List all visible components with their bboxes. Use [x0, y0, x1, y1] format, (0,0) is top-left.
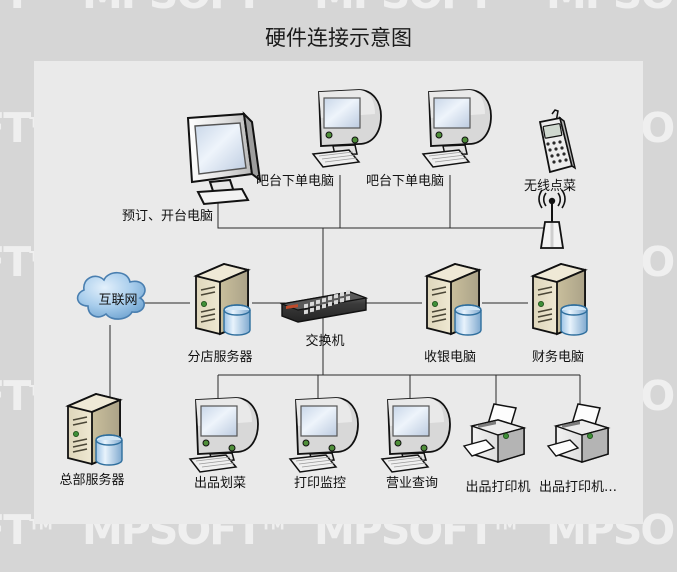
server-tower-icon: [65, 393, 123, 466]
node-label-bar-order-pc-2: 吧台下单电脑: [365, 174, 444, 189]
node-label-bar-order-pc-1: 吧台下单电脑: [255, 174, 334, 189]
node-label-cashier-pc: 收银电脑: [423, 350, 476, 365]
lcd-monitor-icon: [186, 111, 262, 206]
crt-monitor-icon: [380, 397, 451, 473]
node-label-print-monitor: 打印监控: [293, 476, 346, 491]
server-tower-icon: [424, 263, 482, 336]
node-label-business-query: 营业查询: [385, 476, 438, 491]
node-label-hq-server: 总部服务器: [59, 473, 125, 488]
node-label-branch-server: 分店服务器: [187, 350, 253, 365]
server-tower-icon: [530, 263, 588, 336]
pda-phone-icon: [538, 109, 577, 174]
node-label-output-printer-1: 出品打印机: [465, 480, 531, 495]
line-top-bus: [217, 195, 553, 229]
crt-monitor-icon: [421, 89, 492, 168]
server-tower-icon: [193, 263, 251, 336]
crt-monitor-icon: [288, 397, 359, 473]
node-label-wireless-order: 无线点菜: [523, 179, 576, 194]
printer-icon: [546, 403, 611, 463]
printer-icon: [462, 403, 527, 463]
node-label-dish-dispatch: 出品划菜: [193, 476, 246, 491]
node-label-reservation-pc: 预订、开台电脑: [122, 209, 214, 224]
node-label-switch: 交换机: [305, 334, 345, 349]
crt-monitor-icon: [188, 397, 259, 473]
node-label-output-printer-2: 出品打印机…: [538, 480, 617, 495]
network-switch-icon: [279, 289, 369, 323]
node-label-internet: 互联网: [98, 293, 138, 308]
crt-monitor-icon: [311, 89, 382, 168]
wireless-antenna-icon: [538, 189, 566, 249]
page-title: 硬件连接示意图: [265, 26, 412, 50]
node-label-finance-pc: 财务电脑: [531, 350, 584, 365]
cloud-icon: [76, 271, 146, 320]
